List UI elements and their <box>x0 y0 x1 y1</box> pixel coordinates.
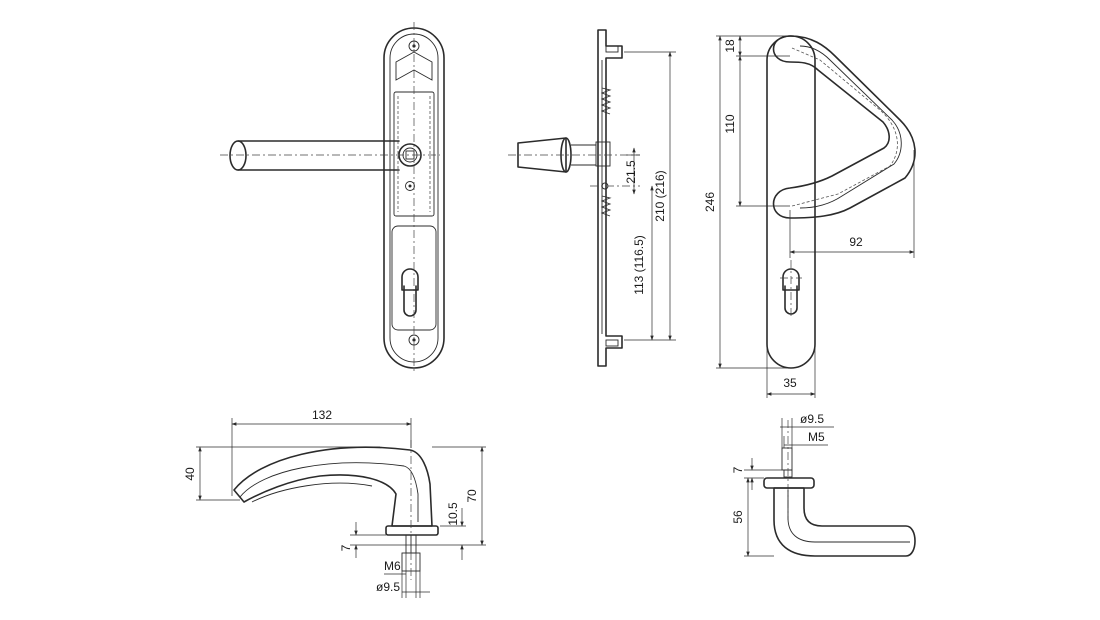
keyhole-icon <box>401 268 419 317</box>
dim-m6: M6 <box>384 559 401 573</box>
dim-92: 92 <box>849 235 863 249</box>
side-view-pull-handle: 246 18 110 92 35 <box>703 35 916 398</box>
profile-view: 21.5 113 (116.5) 210 (216) <box>508 29 676 367</box>
dim-56: 56 <box>731 510 745 524</box>
dim-113: 113 (116.5) <box>632 235 646 295</box>
dim-10-5: 10.5 <box>446 502 460 526</box>
dim-7-knob: 7 <box>731 466 745 473</box>
lever-view: 132 40 70 10.5 7 M6 ø9.5 <box>183 408 486 598</box>
dim-d9-5-lever: ø9.5 <box>376 580 400 594</box>
dim-132: 132 <box>312 408 332 422</box>
dim-246: 246 <box>703 192 717 212</box>
dim-70: 70 <box>465 489 479 503</box>
dim-21-5: 21.5 <box>624 160 638 184</box>
dim-m5: M5 <box>808 430 825 444</box>
front-view-lever <box>220 22 440 374</box>
dim-7-lever: 7 <box>339 544 353 551</box>
return-lever-view: ø9.5 M5 7 56 <box>731 412 916 557</box>
dim-d9-5-knob: ø9.5 <box>800 412 824 426</box>
dim-210: 210 (216) <box>653 170 667 221</box>
dim-40: 40 <box>183 467 197 481</box>
dim-35: 35 <box>783 376 797 390</box>
dim-18: 18 <box>723 39 737 53</box>
side-keyhole-icon <box>782 268 800 315</box>
dim-110: 110 <box>723 114 737 133</box>
